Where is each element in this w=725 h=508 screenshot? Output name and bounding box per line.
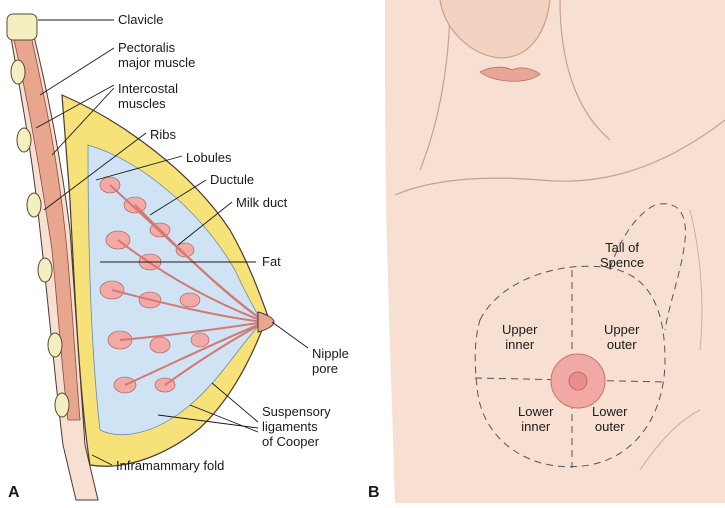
nipple xyxy=(257,311,275,333)
panel-a-letter: A xyxy=(8,484,20,501)
panel-b-illustration xyxy=(385,0,725,503)
label-milk-duct: Milk duct xyxy=(236,195,288,210)
label-suspensory-ligaments: Suspensory ligaments of Cooper xyxy=(262,404,331,449)
armpit-contour xyxy=(639,209,703,471)
lips xyxy=(479,66,541,82)
torso-skin xyxy=(385,0,725,503)
label-ribs: Ribs xyxy=(150,127,177,142)
glandular-tissue xyxy=(87,144,263,436)
label-tail-of-spence: Tail of Spence xyxy=(600,240,645,270)
leader-lines xyxy=(35,19,309,466)
pectoralis-muscle xyxy=(13,39,81,421)
label-pectoralis-major-muscle: Pectoralis major muscle xyxy=(118,40,196,70)
label-inframammary-fold: Inframammary fold xyxy=(116,458,225,473)
label-intercostal-muscles: Intercostal muscles xyxy=(118,81,178,111)
label-lower-outer: Lower outer xyxy=(592,404,628,434)
panel-b-letter: B xyxy=(368,484,380,501)
nipple-b xyxy=(568,371,588,391)
panel-a-illustration xyxy=(6,13,309,501)
breast-outline xyxy=(474,265,666,468)
horizontal-divider xyxy=(474,377,666,383)
label-ductule: Ductule xyxy=(210,172,255,187)
chin xyxy=(439,0,551,59)
label-upper-outer: Upper outer xyxy=(604,322,640,352)
milk-ducts xyxy=(109,184,266,386)
tail-of-spence-outline xyxy=(609,203,686,331)
ribs xyxy=(6,13,70,418)
shoulder-contour xyxy=(394,119,725,196)
label-upper-inner: Upper inner xyxy=(502,322,538,352)
label-lobules: Lobules xyxy=(186,150,232,165)
label-clavicle: Clavicle xyxy=(118,12,164,27)
label-nipple-pore: Nipple pore xyxy=(312,346,349,376)
label-lower-inner: Lower inner xyxy=(518,404,554,434)
label-fat: Fat xyxy=(262,254,281,269)
